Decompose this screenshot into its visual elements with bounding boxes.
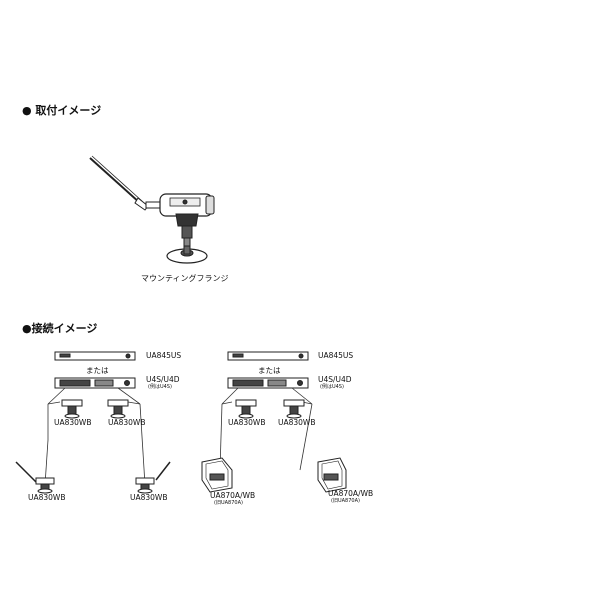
left-cables <box>44 387 146 486</box>
right-receiver-u4s <box>227 377 309 389</box>
right-paddle-a-note: (旧UA870A) <box>214 500 243 506</box>
antenna-rod <box>89 155 163 211</box>
right-rack-label: UA845US <box>318 351 354 360</box>
right-antenna-b <box>283 399 305 419</box>
right-antenna-b-label: UA830WB <box>278 418 316 427</box>
left-antenna-a <box>61 399 83 419</box>
left-antenna-b-label: UA830WB <box>108 418 146 427</box>
mounting-image-heading: ● 取付イメージ <box>22 104 102 117</box>
connection-image-heading: ●接続イメージ <box>22 322 98 335</box>
left-receiver-u4s <box>54 377 136 389</box>
left-remote-a-label: UA830WB <box>28 493 66 502</box>
right-rack-ua845us <box>227 351 309 361</box>
right-paddle-b-label: UA870A/WB <box>328 489 374 498</box>
mounting-clip <box>175 213 199 249</box>
right-or-label: または <box>258 366 281 375</box>
left-rack-ua845us <box>54 351 136 361</box>
left-remote-antenna-b <box>135 461 171 494</box>
left-antenna-a-label: UA830WB <box>54 418 92 427</box>
mounting-flange <box>166 245 208 264</box>
left-remote-b-label: UA830WB <box>130 493 168 502</box>
right-receiver-note: (例はU4S) <box>320 384 344 390</box>
left-antenna-b <box>107 399 129 419</box>
right-receiver-label: U4S/U4D <box>318 375 352 384</box>
right-paddle-antenna-b <box>317 457 347 493</box>
right-paddle-b-note: (旧UA870A) <box>331 498 360 504</box>
left-remote-antenna-a <box>15 461 55 494</box>
left-receiver-label: U4S/U4D <box>146 375 180 384</box>
left-rack-label: UA845US <box>146 351 182 360</box>
flange-label: マウンティングフランジ <box>141 274 229 283</box>
right-paddle-a-label: UA870A/WB <box>210 491 256 500</box>
right-cables <box>219 387 313 471</box>
left-or-label: または <box>86 366 109 375</box>
left-receiver-note: (例はU4S) <box>148 384 172 390</box>
right-antenna-a <box>235 399 257 419</box>
right-paddle-antenna-a <box>201 457 233 493</box>
antenna-body <box>159 193 215 217</box>
right-antenna-a-label: UA830WB <box>228 418 266 427</box>
